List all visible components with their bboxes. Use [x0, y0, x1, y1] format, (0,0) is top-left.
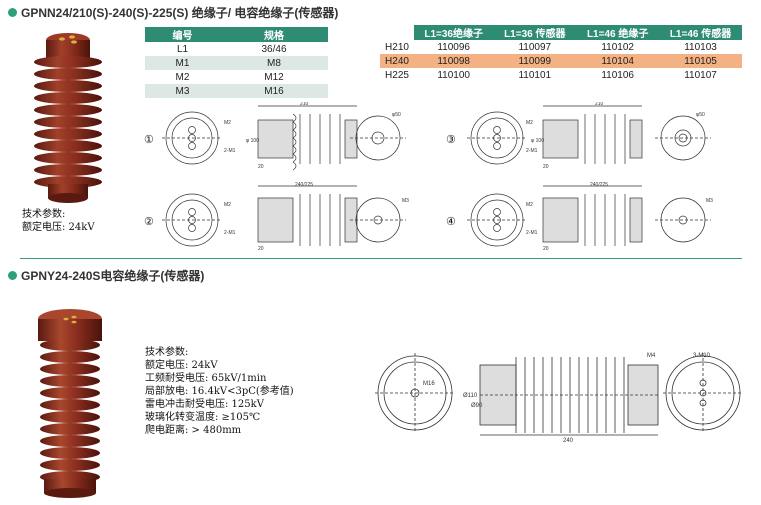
section2-title-text: GPNY24-240S电容绝缘子(传感器): [21, 269, 205, 283]
cell: 110106: [601, 69, 634, 81]
spec-title: 技术参数:: [22, 209, 66, 220]
cell: 110102: [601, 41, 634, 53]
section-bullet-icon: [8, 271, 17, 280]
spec-line: 工频耐受电压: 65kV/1min: [145, 373, 267, 384]
label-m2: M2: [224, 120, 231, 126]
cell: 110105: [659, 54, 742, 68]
cell: 110099: [493, 54, 577, 68]
row-header: H240: [380, 54, 414, 68]
cell: M8: [220, 56, 328, 70]
diagram-label-1: ①: [144, 134, 154, 146]
cell: M1: [145, 56, 220, 70]
label-phi100: φ 100: [531, 138, 544, 144]
label-240: 240: [563, 438, 574, 444]
drawing-1: [162, 105, 406, 171]
table-row: M2 M12: [145, 70, 328, 84]
spec-line: 额定电压: 24kV: [22, 222, 95, 233]
col-header: L1=36 传感器: [493, 25, 577, 40]
cell: M16: [220, 84, 328, 98]
col-header: L1=36绝缘子: [414, 25, 494, 40]
label-m16: M16: [423, 381, 435, 387]
label-m2: M2: [224, 202, 231, 208]
section2-spec: 技术参数: 额定电压: 24kV 工频耐受电压: 65kV/1min 局部放电:…: [145, 346, 294, 437]
col-header: 规格: [220, 27, 328, 42]
cell: 110100: [437, 69, 470, 81]
table-row: H225 110100 110101 110106 110107: [380, 68, 742, 82]
section2-title: GPNY24-240S电容绝缘子(传感器): [8, 267, 204, 284]
cell: 110096: [437, 41, 470, 53]
label-phi100: φ 100: [246, 138, 259, 144]
cell: L1: [176, 43, 189, 55]
col-header: [380, 25, 414, 40]
label-m4: M4: [647, 353, 656, 359]
label-d110: Ø110: [463, 393, 478, 399]
col-header: L1=46 传感器: [659, 25, 742, 40]
drawing-4: [467, 185, 711, 247]
technical-drawing-2: M16 M4 3-M10 Ø110 Ø90 240: [375, 353, 743, 444]
label-m2: M2: [526, 120, 533, 126]
cell: 110098: [414, 54, 494, 68]
label-2m1: 2-M1: [224, 230, 236, 236]
diagram-label-2: ②: [144, 216, 154, 228]
dim-top: 210: [595, 102, 604, 107]
table-row: M3 M16: [145, 84, 328, 98]
spec-title: 技术参数:: [145, 347, 189, 358]
cell: 110104: [576, 54, 660, 68]
label-20: 20: [258, 246, 264, 252]
label-2m1: 2-M1: [526, 148, 538, 154]
cell: 110101: [518, 69, 552, 81]
spec-line: 玻璃化转变温度: ≥105℃: [145, 412, 261, 423]
label-m3: M3: [706, 198, 713, 204]
label-d90: Ø90: [471, 403, 483, 409]
spec-line: 局部放电: 16.4kV<3pC(参考值): [145, 386, 294, 397]
row-header: H210: [385, 41, 409, 53]
table-row: H240 110098 110099 110104 110105: [380, 54, 742, 68]
cell: M12: [264, 71, 284, 83]
section-divider: [20, 258, 742, 259]
insulator-photo-2: [38, 309, 102, 498]
insulator-photo-1: [34, 33, 102, 203]
label-m2: M2: [526, 202, 533, 208]
section1-spec: 技术参数: 额定电压: 24kV: [22, 208, 95, 234]
table-row: M1 M8: [145, 56, 328, 70]
dim-bottom: 240/225: [295, 182, 313, 188]
label-20: 20: [543, 164, 549, 170]
cell: 110097: [518, 41, 552, 53]
row-header: H225: [385, 69, 409, 81]
drawing-2: [162, 185, 406, 247]
cell: 36/46: [261, 43, 287, 55]
section-bullet-icon: [8, 8, 17, 17]
drawing-3: [467, 105, 711, 165]
table-row: L1 36/46: [145, 42, 328, 56]
dim-bottom: 240/225: [590, 182, 608, 188]
spec-table: 编号 规格 L1 36/46 M1 M8 M2 M12 M3 M16: [145, 27, 328, 98]
label-20: 20: [258, 164, 264, 170]
cell: 110103: [684, 41, 717, 53]
label-20: 20: [543, 246, 549, 252]
label-phi50: φ50: [392, 112, 401, 118]
section1-title-text: GPNN24/210(S)-240(S)-225(S) 绝缘子/ 电容绝缘子(传…: [21, 6, 339, 20]
table-row: H210 110096 110097 110102 110103: [380, 40, 742, 54]
cell: M2: [175, 71, 190, 83]
label-3m10: 3-M10: [693, 353, 711, 359]
label-2m1: 2-M1: [224, 148, 236, 154]
cell: 110107: [684, 69, 717, 81]
label-m3: M3: [402, 198, 409, 204]
diagram-label-3: ③: [446, 134, 456, 146]
dim-top: 210: [300, 102, 309, 107]
cell: M3: [145, 84, 220, 98]
label-phi50: φ50: [696, 112, 705, 118]
label-2m1: 2-M1: [526, 230, 538, 236]
col-header: 编号: [145, 27, 220, 42]
col-header: L1=46 绝缘子: [576, 25, 660, 40]
diagram-label-4: ④: [446, 216, 456, 228]
section1-title: GPNN24/210(S)-240(S)-225(S) 绝缘子/ 电容绝缘子(传…: [8, 4, 338, 21]
technical-drawings: ① ② ③ ④ 210 210 240/225 240/225 M2 M2 M2…: [144, 102, 713, 252]
spec-line: 雷电冲击耐受电压: 125kV: [145, 399, 264, 410]
part-number-table: L1=36绝缘子 L1=36 传感器 L1=46 绝缘子 L1=46 传感器 H…: [380, 25, 742, 82]
spec-line: 额定电压: 24kV: [145, 360, 218, 371]
spec-line: 爬电距离: > 480mm: [145, 425, 242, 436]
